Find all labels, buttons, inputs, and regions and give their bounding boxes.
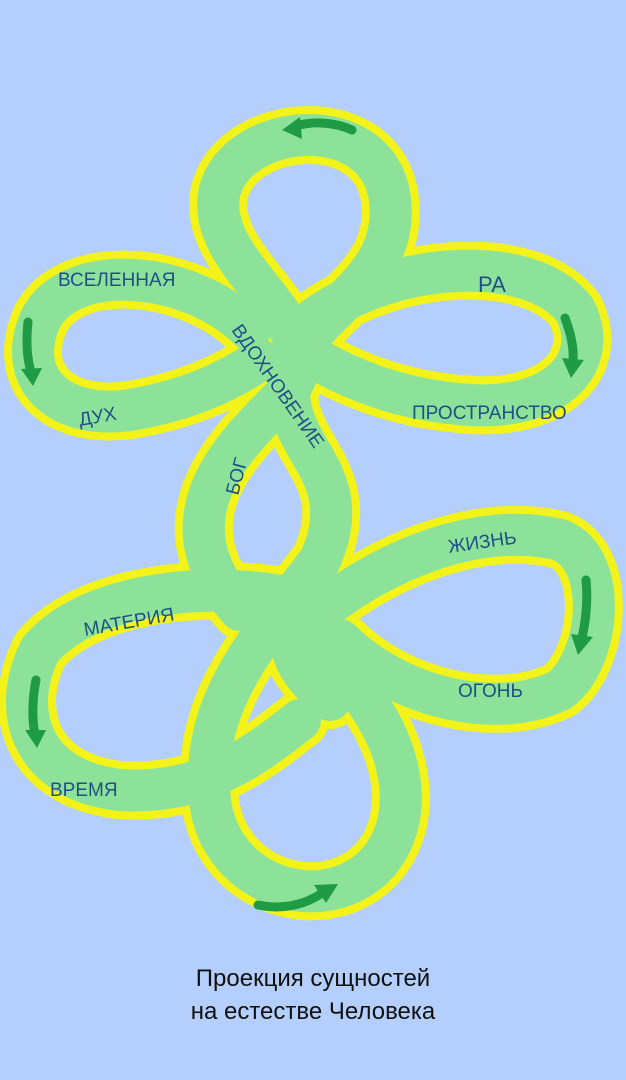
- arrow-top: [282, 117, 357, 139]
- arrow-top-left: [21, 317, 42, 386]
- label-ra: РА: [478, 272, 506, 297]
- label-space: ПРОСТРАНСТВО: [412, 403, 567, 424]
- arrow-top-right: [560, 313, 584, 378]
- arrow-left-lower: [25, 675, 46, 748]
- label-universe: ВСЕЛЕННАЯ: [58, 270, 175, 291]
- arrow-right-lower: [571, 575, 593, 655]
- label-time: ВРЕМЯ: [50, 780, 118, 801]
- caption: Проекция сущностей на естестве Человека: [0, 962, 626, 1028]
- label-fire: ОГОНЬ: [458, 681, 523, 702]
- caption-line-1: Проекция сущностей: [195, 965, 431, 992]
- caption-line-2: на естестве Человека: [190, 998, 436, 1025]
- arrow-bottom: [253, 884, 338, 912]
